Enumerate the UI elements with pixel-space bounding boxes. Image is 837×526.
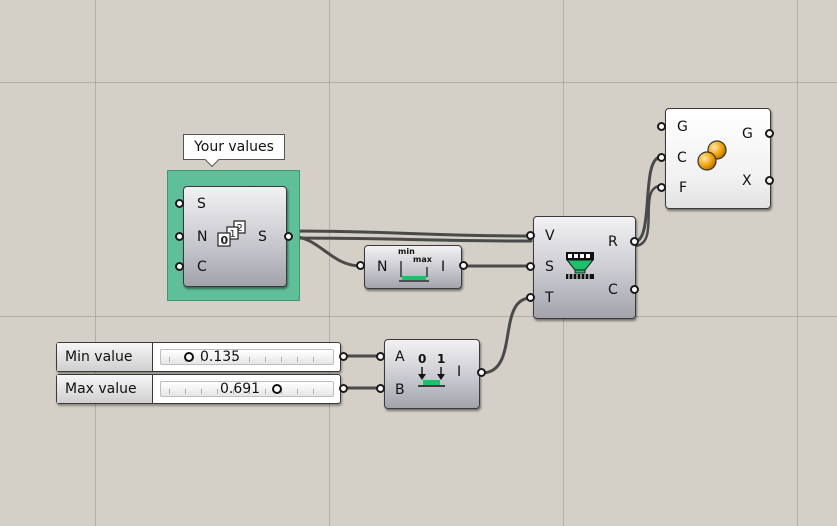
preview-input-g: G <box>677 119 688 135</box>
bounds-pin-out-i[interactable] <box>459 261 468 270</box>
min-value-slider[interactable]: Min value 0.135 <box>56 342 341 372</box>
preview-output-x: X <box>742 173 752 189</box>
wire-domain-i-to-remap-t <box>480 296 533 375</box>
random-input-s: S <box>197 196 206 212</box>
random-pin-n[interactable] <box>175 232 184 241</box>
remap-input-v: V <box>545 228 555 244</box>
preview-output-g: G <box>742 126 753 142</box>
random-component[interactable]: S N C S 2 1 0 <box>183 186 287 287</box>
preview-pin-out-x[interactable] <box>765 176 774 185</box>
remap-pin-s[interactable] <box>526 262 535 271</box>
min-slider-label: Min value <box>57 343 153 371</box>
tooltip-text: Your values <box>194 139 274 155</box>
domain-input-a: A <box>395 349 405 365</box>
domain-pin-out-i[interactable] <box>477 368 486 377</box>
remap-output-c: C <box>608 282 618 298</box>
domain-icon-one: 1 <box>437 352 446 366</box>
remap-pin-out-c[interactable] <box>630 285 639 294</box>
domain-icon: 0 1 <box>415 352 451 390</box>
bounds-icon-min-label: min <box>398 247 415 256</box>
preview-input-f-label: F <box>679 180 688 196</box>
min-slider-pin-out[interactable] <box>339 352 348 361</box>
preview-pin-out-g[interactable] <box>765 129 774 138</box>
min-slider-ticks <box>169 357 325 362</box>
domain-icon-zero: 0 <box>418 352 427 366</box>
remap-output-r: R <box>608 234 618 250</box>
max-value-slider[interactable]: Max value 0.691 <box>56 374 341 404</box>
construct-domain-component[interactable]: A B I 0 1 <box>384 339 480 409</box>
random-input-c: C <box>197 259 207 275</box>
remap-input-t: T <box>545 290 554 306</box>
random-dice-icon: 2 1 0 <box>216 219 250 253</box>
svg-text:2: 2 <box>237 223 243 234</box>
random-input-n: N <box>197 229 208 245</box>
max-slider-knob[interactable] <box>272 384 282 394</box>
preview-pin-c[interactable] <box>657 153 666 162</box>
preview-pin-g[interactable] <box>657 122 666 131</box>
random-pin-out-s[interactable] <box>284 232 293 241</box>
bounds-output-i: I <box>441 259 446 275</box>
min-slider-knob[interactable] <box>184 352 194 362</box>
max-slider-track[interactable] <box>160 381 334 397</box>
max-slider-label: Max value <box>57 375 153 403</box>
bounds-input-n: N <box>377 259 388 275</box>
domain-input-b: B <box>395 382 405 398</box>
preview-spheres-icon <box>696 139 728 177</box>
max-slider-value: 0.691 <box>220 381 261 397</box>
remap-component[interactable]: V S T R C <box>533 216 636 319</box>
wire-random-s-to-remap-v <box>287 229 533 238</box>
random-output-s: S <box>258 229 267 245</box>
svg-text:0: 0 <box>221 234 229 247</box>
bounds-component[interactable]: N I min max <box>364 245 462 289</box>
preview-input-c: C <box>677 150 687 166</box>
max-slider-pin-out[interactable] <box>339 384 348 393</box>
random-pin-c[interactable] <box>175 262 184 271</box>
bounds-icon-max-label: max <box>413 255 432 264</box>
domain-pin-b[interactable] <box>376 384 385 393</box>
max-slider-ticks <box>169 389 325 394</box>
bounds-icon: min max <box>395 247 435 285</box>
wire-random-s-to-remap-v-2 <box>287 236 533 243</box>
group-tooltip: Your values <box>183 134 285 160</box>
wire-remap-r-to-preview-f <box>632 184 663 248</box>
domain-output-i: I <box>457 364 462 380</box>
bounds-pin-n[interactable] <box>356 261 365 270</box>
preview-pin-f[interactable] <box>657 183 666 192</box>
random-pin-s[interactable] <box>175 199 184 208</box>
remap-pin-t[interactable] <box>526 293 535 302</box>
min-slider-track[interactable] <box>160 349 334 365</box>
domain-pin-a[interactable] <box>376 352 385 361</box>
custom-preview-component[interactable]: G C X F G X <box>665 108 771 209</box>
min-slider-value: 0.135 <box>200 349 241 365</box>
remap-funnel-icon <box>565 250 595 284</box>
remap-input-s: S <box>545 259 554 275</box>
wire-remap-r-to-preview-c <box>632 155 663 244</box>
remap-pin-v[interactable] <box>526 231 535 240</box>
remap-pin-out-r[interactable] <box>630 237 639 246</box>
svg-text:1: 1 <box>230 229 236 240</box>
